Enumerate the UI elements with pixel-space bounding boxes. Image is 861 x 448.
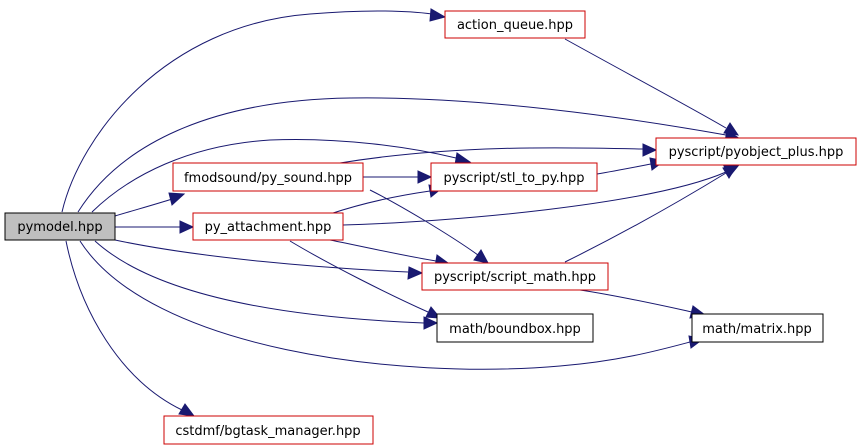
node-matrix-box — [691, 313, 824, 343]
edge-pymodel-to-script-math — [114, 239, 424, 280]
node-bgtask-box — [163, 415, 374, 445]
edge-fmodsound-to-stl-to-py — [363, 170, 433, 184]
edge-stl-to-py-to-pyobject-plus — [596, 157, 666, 175]
edge-script-math-to-pyobject-plus — [564, 164, 739, 263]
node-script-math-label: pyscript/script_math.hpp — [434, 270, 596, 285]
edge-pymodel-to-py-attachment — [115, 220, 195, 234]
node-pymodel[interactable]: pymodel.hpp — [4, 212, 116, 241]
node-action-queue[interactable]: action_queue.hpp — [444, 10, 586, 39]
node-boundbox-label: math/boundbox.hpp — [449, 322, 581, 337]
node-boundbox-box — [436, 313, 594, 343]
node-pymodel-label: pymodel.hpp — [17, 220, 102, 235]
edge-pymodel-to-matrix — [79, 240, 705, 370]
edge-fmodsound-to-pyobject-plus — [339, 143, 658, 164]
node-script-math[interactable]: pyscript/script_math.hpp — [421, 262, 609, 291]
node-fmodsound-box — [172, 162, 364, 192]
node-matrix[interactable]: math/matrix.hpp — [691, 313, 824, 343]
node-bgtask-label: cstdmf/bgtask_manager.hpp — [175, 424, 360, 439]
node-fmodsound-label: fmodsound/py_sound.hpp — [184, 171, 352, 186]
node-action-queue-box — [444, 10, 586, 39]
node-stl-to-py-label: pyscript/stl_to_py.hpp — [443, 171, 584, 186]
node-matrix-label: math/matrix.hpp — [702, 322, 812, 337]
edge-pymodel-to-action-queue — [61, 8, 447, 213]
edge-script-math-to-matrix — [579, 289, 707, 319]
node-pymodel-box — [4, 212, 116, 241]
node-pyobject-plus[interactable]: pyscript/pyobject_plus.hpp — [655, 137, 857, 166]
node-action-queue-label: action_queue.hpp — [457, 18, 573, 33]
edge-pymodel-to-bgtask — [65, 240, 196, 417]
node-py-attachment-label: py_attachment.hpp — [205, 220, 332, 235]
edge-action-queue-to-pyobject-plus — [564, 38, 740, 136]
node-stl-to-py-box — [430, 162, 598, 192]
node-stl-to-py[interactable]: pyscript/stl_to_py.hpp — [430, 162, 598, 192]
node-bgtask-manager[interactable]: cstdmf/bgtask_manager.hpp — [163, 415, 374, 445]
edge-pymodel-to-boundbox — [94, 240, 439, 330]
node-py-attachment-box — [192, 212, 344, 241]
node-pyobject-plus-label: pyscript/pyobject_plus.hpp — [669, 145, 844, 160]
node-pyobject-plus-box — [655, 137, 857, 166]
node-boundbox[interactable]: math/boundbox.hpp — [436, 313, 594, 343]
node-script-math-box — [421, 262, 609, 291]
node-fmodsound-py-sound[interactable]: fmodsound/py_sound.hpp — [172, 162, 364, 192]
edge-pymodel-to-fmodsound — [114, 192, 186, 217]
edge-py-attachment-to-boundbox — [289, 240, 442, 319]
node-py-attachment[interactable]: py_attachment.hpp — [192, 212, 344, 241]
